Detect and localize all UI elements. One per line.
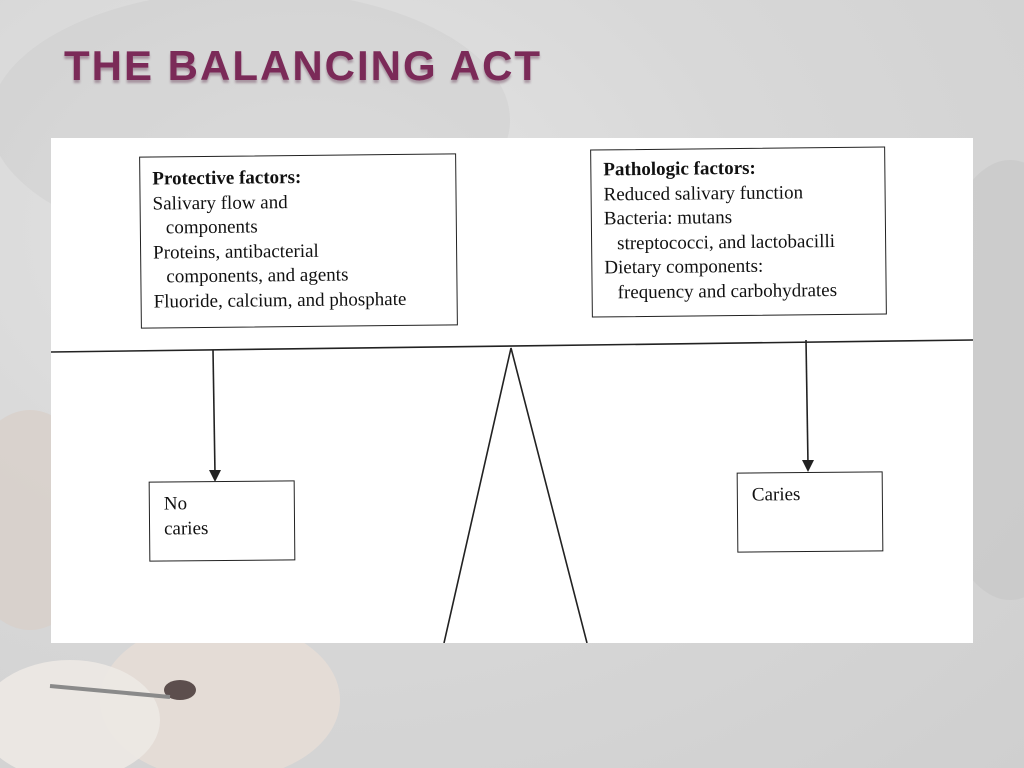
fulcrum-triangle [443,347,588,643]
balance-scale-graphic [51,339,973,643]
balance-diagram: Protective factors: Salivary flow and co… [51,138,973,643]
pathologic-factors-box: Pathologic factors: Reduced salivary fun… [590,146,887,318]
no-caries-box: No caries [148,480,296,562]
protective-line-3: Proteins, antibacterial [153,240,319,264]
protective-line-5: Fluoride, calcium, and phosphate [153,288,407,313]
balance-beam [51,339,973,353]
left-arrow-head [209,470,221,482]
caries-label: Caries [751,484,801,506]
protective-line-4: components, and agents [166,264,349,288]
protective-factors-box: Protective factors: Salivary flow and co… [139,153,458,329]
right-arrow-shaft [805,339,809,465]
slide-title: THE BALANCING ACT [64,42,543,89]
left-arrow-shaft [212,349,216,475]
pathologic-line-5: frequency and carbohydrates [617,279,838,303]
no-caries-line-2: caries [163,517,209,540]
pathologic-line-3: streptococci, and lactobacilli [617,230,836,254]
protective-factors-heading: Protective factors: [152,166,302,190]
protective-line-1: Salivary flow and [152,191,288,215]
protective-line-2: components [165,216,258,239]
right-arrow-head [802,460,814,472]
no-caries-line-1: No [163,493,188,515]
pathologic-factors-heading: Pathologic factors: [603,157,756,181]
pathologic-line-4: Dietary components: [604,255,764,279]
caries-box: Caries [736,471,884,553]
pathologic-line-2: Bacteria: mutans [603,207,733,230]
pathologic-line-1: Reduced salivary function [603,181,804,205]
